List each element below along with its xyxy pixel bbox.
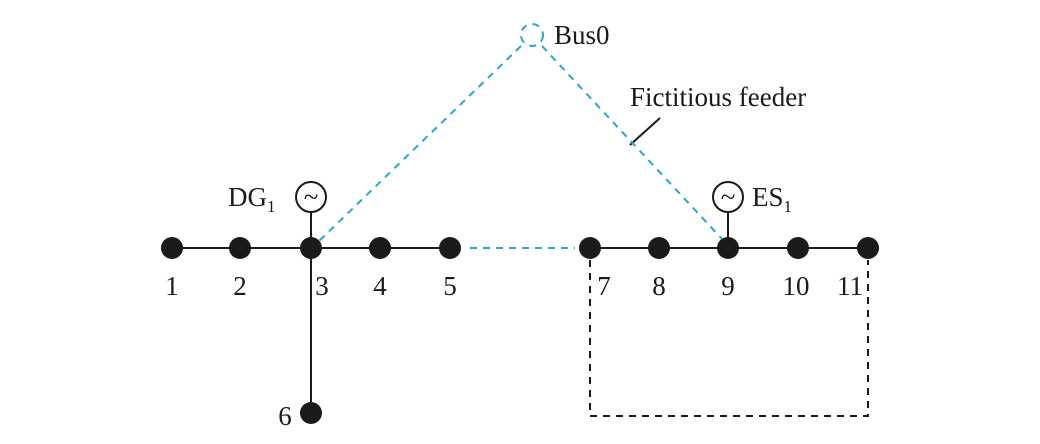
node-2 bbox=[229, 237, 251, 259]
fictitious-feeder-leader bbox=[629, 117, 661, 146]
node-label-7: 7 bbox=[597, 271, 611, 301]
node-label-9: 9 bbox=[721, 271, 735, 301]
node-7 bbox=[579, 237, 601, 259]
node-9 bbox=[717, 237, 739, 259]
node-10 bbox=[787, 237, 809, 259]
node-label-8: 8 bbox=[652, 271, 666, 301]
node-label-6: 6 bbox=[278, 401, 292, 431]
fictitious-line-bus0-3 bbox=[317, 45, 522, 243]
node-11 bbox=[857, 237, 879, 259]
node-6 bbox=[300, 402, 322, 424]
es-label-sub: 1 bbox=[784, 197, 793, 216]
es-generator-glyph: ~ bbox=[721, 182, 736, 212]
node-1 bbox=[161, 237, 183, 259]
tie-switch-loop bbox=[589, 260, 869, 417]
node-label-10: 10 bbox=[783, 271, 810, 301]
fictitious-feeder-lines bbox=[317, 23, 724, 249]
node-label-3: 3 bbox=[315, 271, 329, 301]
node-3 bbox=[300, 237, 322, 259]
node-8 bbox=[648, 237, 670, 259]
solid-feeder-lines bbox=[172, 117, 868, 413]
node-label-4: 4 bbox=[373, 271, 387, 301]
es-label: ES1 bbox=[752, 182, 792, 216]
node-label-5: 5 bbox=[443, 271, 457, 301]
dg-label-main: DG bbox=[228, 182, 267, 212]
node-label-2: 2 bbox=[233, 271, 247, 301]
dg-label-sub: 1 bbox=[267, 197, 276, 216]
bus0-node bbox=[520, 23, 544, 47]
bus-nodes bbox=[161, 237, 879, 424]
es-label-main: ES bbox=[752, 182, 784, 212]
node-4 bbox=[369, 237, 391, 259]
node-labels: 1 2 3 4 5 6 7 8 9 10 11 bbox=[165, 271, 863, 431]
dg-generator-icon: ~ bbox=[295, 181, 327, 213]
dg-label: DG1 bbox=[228, 182, 276, 216]
bus0-label: Bus0 bbox=[554, 20, 610, 50]
dg-generator-glyph: ~ bbox=[304, 182, 319, 212]
node-label-1: 1 bbox=[165, 271, 179, 301]
es-generator-icon: ~ bbox=[712, 181, 744, 213]
node-5 bbox=[439, 237, 461, 259]
node-label-11: 11 bbox=[837, 271, 863, 301]
fictitious-line-bus0-9 bbox=[541, 45, 724, 241]
fictitious-feeder-label: Fictitious feeder bbox=[630, 82, 806, 112]
